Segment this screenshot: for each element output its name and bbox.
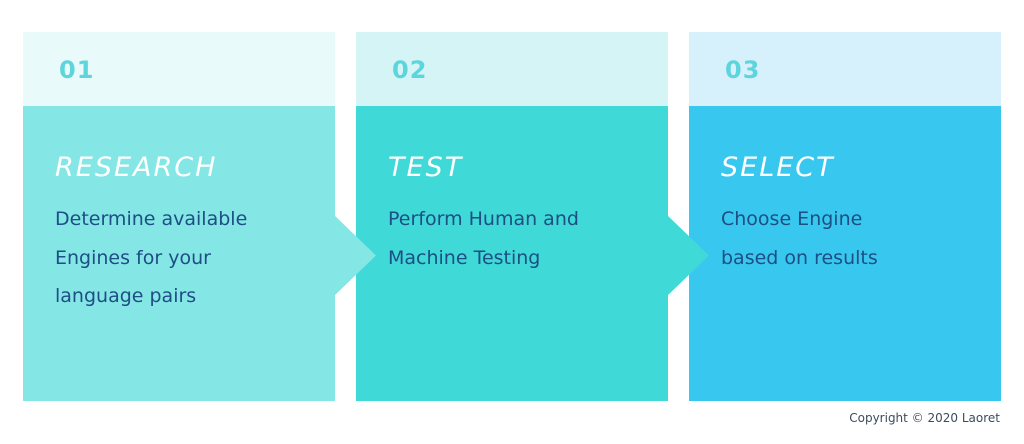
copyright-text: Copyright © 2020 Laoret bbox=[849, 411, 1000, 425]
step-research-header: 01 bbox=[23, 32, 335, 106]
step-description: Perform Human and Machine Testing bbox=[388, 208, 579, 269]
step-test-body: TEST Perform Human and Machine Testing bbox=[356, 106, 668, 401]
step-test: 02 TEST Perform Human and Machine Testin… bbox=[356, 32, 668, 401]
step-title: TEST bbox=[388, 152, 464, 183]
step-number: 02 bbox=[392, 56, 428, 84]
step-test-header: 02 bbox=[356, 32, 668, 106]
step-title: RESEARCH bbox=[55, 152, 218, 183]
step-select-header: 03 bbox=[689, 32, 1001, 106]
step-select: 03 SELECT Choose Engine based on results bbox=[689, 32, 1001, 401]
step-select-body: SELECT Choose Engine based on results bbox=[689, 106, 1001, 401]
arrow-right-icon bbox=[666, 214, 709, 297]
step-description: Choose Engine based on results bbox=[721, 208, 878, 269]
step-description: Determine available Engines for your lan… bbox=[55, 208, 248, 307]
step-number: 01 bbox=[59, 56, 95, 84]
step-research-body: RESEARCH Determine available Engines for… bbox=[23, 106, 335, 401]
arrow-right-icon bbox=[333, 214, 376, 297]
step-research: 01 RESEARCH Determine available Engines … bbox=[23, 32, 335, 401]
step-number: 03 bbox=[725, 56, 761, 84]
step-title: SELECT bbox=[721, 152, 835, 183]
